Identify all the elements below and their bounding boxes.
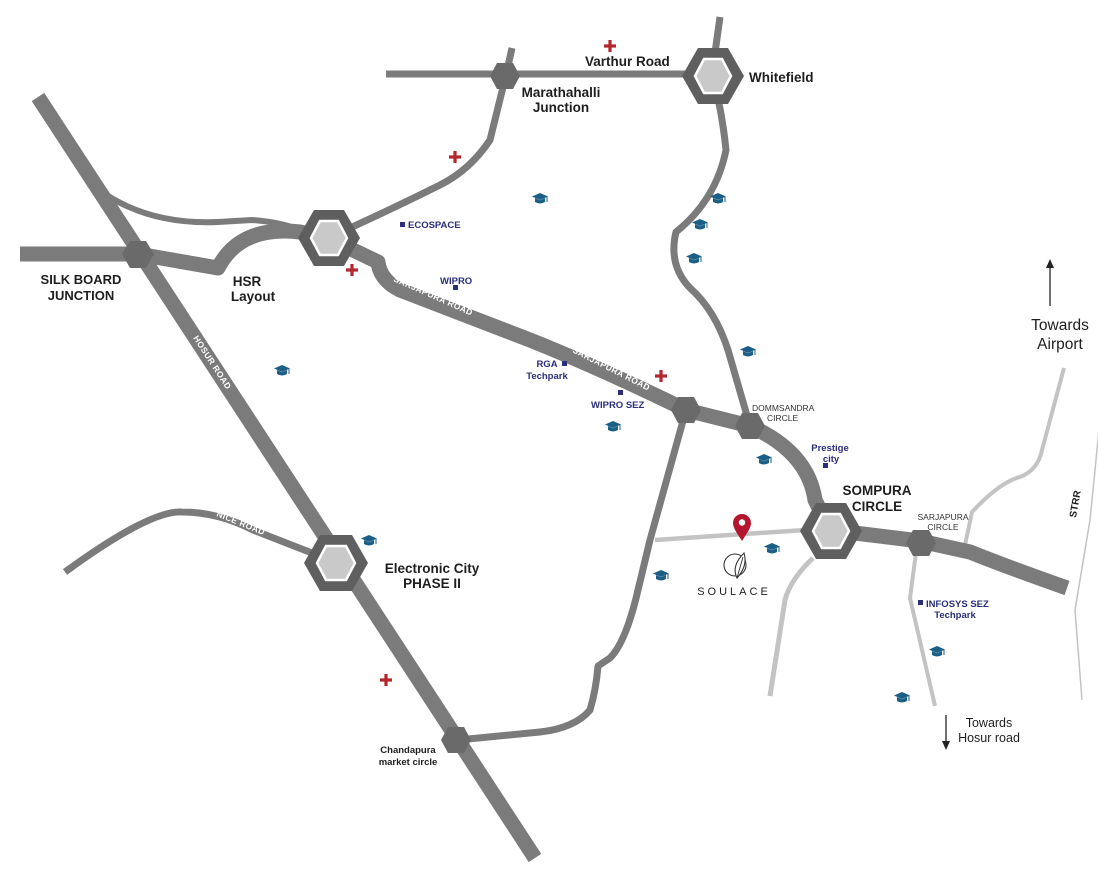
graduation-cap-icon (739, 345, 757, 357)
dommsandra-label-line1: DOMMSANDRA (752, 403, 815, 413)
sarjapura-circle-label-line1: SARJAPURA (917, 512, 968, 522)
whitefield-label: Whitefield (749, 70, 814, 85)
minor-roads (654, 367, 1098, 707)
office-square-icon (453, 285, 458, 290)
arrow-down-head (942, 741, 950, 750)
graduation-cap-icon (273, 364, 291, 376)
hospital-cross-icon (449, 151, 461, 163)
silk-board-label-line1: SILK BOARD (41, 272, 122, 287)
hsr-label-line2: Layout (231, 289, 276, 304)
marathahalli-label-line1: Marathahalli (522, 85, 601, 100)
hsr-hub-marker (298, 210, 360, 266)
silk-board-upper-loop (100, 189, 302, 233)
silk-board-label-line2: JUNCTION (48, 288, 114, 303)
chandapura-road (457, 409, 690, 744)
direction-towards-hosur: Towards Hosur road (942, 715, 1020, 750)
strr-road-to-airport (963, 367, 1066, 546)
varthur-road-label: Varthur Road (585, 54, 670, 69)
strr-label: STRR (1068, 489, 1084, 518)
location-pin-icon[interactable] (733, 514, 751, 541)
prestige-label-line2: city (823, 454, 840, 465)
graduation-cap-icon (685, 252, 703, 264)
nice-road (62, 508, 337, 575)
chandapura-label-line2: market circle (379, 757, 438, 768)
hospital-cross-icon (380, 674, 392, 686)
office-square-icon (562, 361, 567, 366)
link-to-soulace (654, 527, 806, 543)
dommsandra-label-line2: CIRCLE (767, 413, 799, 423)
sarjapura-circle-marker (906, 530, 936, 556)
sompura-label-line1: SOMPURA (842, 483, 911, 498)
graduation-cap-icon (755, 453, 773, 465)
offices (400, 222, 923, 605)
graduation-cap-icon (763, 542, 781, 554)
towards-hosur-label-line2: Hosur road (958, 731, 1020, 745)
towards-airport-label-line2: Airport (1037, 336, 1083, 353)
hospital-cross-icon (604, 40, 616, 52)
graduation-cap-icon (691, 218, 709, 230)
sarjapura-road (324, 231, 837, 534)
sarjapura-road-junction-marker (671, 397, 701, 423)
office-square-icon (400, 222, 405, 227)
hsr-to-marathahalli (326, 47, 516, 242)
office-square-icon (618, 390, 623, 395)
major-hubs (298, 48, 862, 591)
chandapura-circle-marker (441, 727, 471, 753)
office-square-icon (918, 600, 923, 605)
electronic-city-label-line2: PHASE II (403, 576, 461, 591)
soulace-brand-name: SOULACE (697, 586, 771, 598)
road-to-hosur (908, 544, 937, 707)
location-pin-dot (738, 519, 746, 526)
marathahalli-label-line2: Junction (533, 100, 589, 115)
whitefield-hub-marker (682, 48, 744, 104)
graduation-cap-icon (531, 192, 549, 204)
hospital-cross-icon (346, 264, 358, 276)
electronic-city-hub-marker (304, 535, 368, 591)
sompura-circle-hub-marker (800, 503, 862, 559)
graduation-cap-icon (928, 645, 946, 657)
direction-towards-airport: Towards Airport (1031, 259, 1089, 353)
graduation-cap-icon (360, 534, 378, 546)
electronic-city-label-line1: Electronic City (385, 561, 480, 576)
marathahalli-junction-marker (490, 63, 520, 89)
hosur-road-label: HOSUR ROAD (191, 334, 233, 392)
ecospace-label: ECOSPACE (408, 220, 461, 231)
strr-road-edge (1074, 432, 1098, 701)
whitefield-to-dommsandra (670, 73, 754, 427)
road-from-sompura-south (767, 556, 815, 697)
prestige-label-line1: Prestige (811, 443, 849, 454)
silk-board-junction-marker (122, 241, 154, 268)
place-labels: Varthur Road Whitefield Marathahalli Jun… (41, 54, 989, 768)
infosys-label-line2: Techpark (934, 610, 976, 621)
graduation-cap-icon (652, 569, 670, 581)
arrow-up-head (1046, 259, 1054, 268)
major-roads (20, 16, 1070, 863)
hsr-label-line1: HSR (233, 274, 262, 289)
rga-label-line1: RGA (536, 359, 557, 370)
chandapura-label-line1: Chandapura (380, 745, 436, 756)
towards-hosur-label-line1: Towards (966, 716, 1013, 730)
hospitals (346, 40, 667, 686)
wipro-label: WIPRO (440, 276, 472, 287)
infosys-label-line1: INFOSYS SEZ (926, 599, 989, 610)
wipro-sez-label: WIPRO SEZ (591, 400, 645, 411)
dommsandra-circle-marker (735, 413, 765, 439)
hospital-cross-icon (655, 370, 667, 382)
graduation-cap-icon (604, 420, 622, 432)
soulace-leaf-logo (723, 551, 747, 579)
small-junctions (122, 63, 936, 753)
sompura-label-line2: CIRCLE (852, 499, 902, 514)
towards-airport-label-line1: Towards (1031, 317, 1089, 334)
nice-road-label: NICE ROAD (215, 509, 266, 537)
soulace-project-marker[interactable]: SOULACE (697, 514, 771, 598)
outer-ring-road (829, 522, 1070, 596)
office-square-icon (823, 463, 828, 468)
rga-label-line2: Techpark (526, 371, 568, 382)
graduation-cap-icon (893, 691, 911, 703)
silk-board-to-hsr (20, 223, 330, 276)
sarjapura-circle-label-line2: CIRCLE (927, 522, 959, 532)
